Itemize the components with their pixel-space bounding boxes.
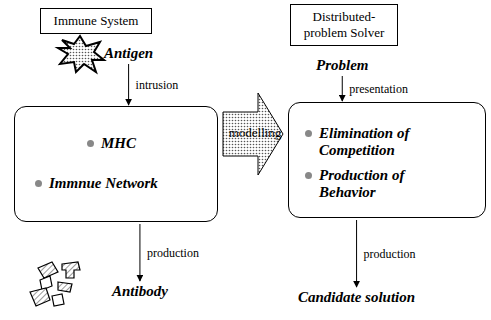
node-label: modelling [222, 125, 288, 141]
connector [342, 76, 343, 101]
modelling-arrow: modelling [222, 92, 288, 176]
edge-label: production [363, 247, 417, 261]
process-box: MHC Immnue Network [14, 106, 218, 222]
input-label: Antigen [104, 44, 153, 62]
node-label: Candidate solution [298, 288, 415, 306]
bullet-item: Production of Behavior [319, 167, 451, 201]
connector [128, 64, 129, 105]
node-label: Antibody [112, 282, 168, 300]
antigen-picture [58, 36, 104, 72]
node-label: Problem [316, 56, 369, 74]
node-label: Distributed-problem Solver [297, 9, 391, 41]
system-box: Immune System [40, 8, 152, 34]
input-label: Problem [316, 56, 369, 74]
connector [356, 220, 357, 287]
node-label: Antigen [104, 44, 153, 62]
node-label: Immune System [54, 13, 139, 29]
bullet-mark [305, 130, 312, 137]
bullet-item: Elimination of Competition [319, 125, 451, 159]
bullet-mark [35, 180, 42, 187]
output-label: Antibody [112, 282, 168, 300]
bullet-mark [87, 140, 94, 147]
process-box: Elimination of CompetitionProduction of … [288, 102, 486, 218]
edge-label: intrusion [135, 78, 180, 92]
edge-label: production [146, 246, 200, 260]
connector [139, 224, 140, 281]
edge-label: presentation [348, 82, 409, 96]
system-box: Distributed-problem Solver [290, 4, 398, 46]
output-label: Candidate solution [298, 288, 415, 306]
bullet-item: MHC [101, 135, 136, 152]
antibody-picture [30, 262, 80, 306]
bullet-mark [305, 172, 312, 179]
bullet-item: Immnue Network [49, 175, 158, 192]
